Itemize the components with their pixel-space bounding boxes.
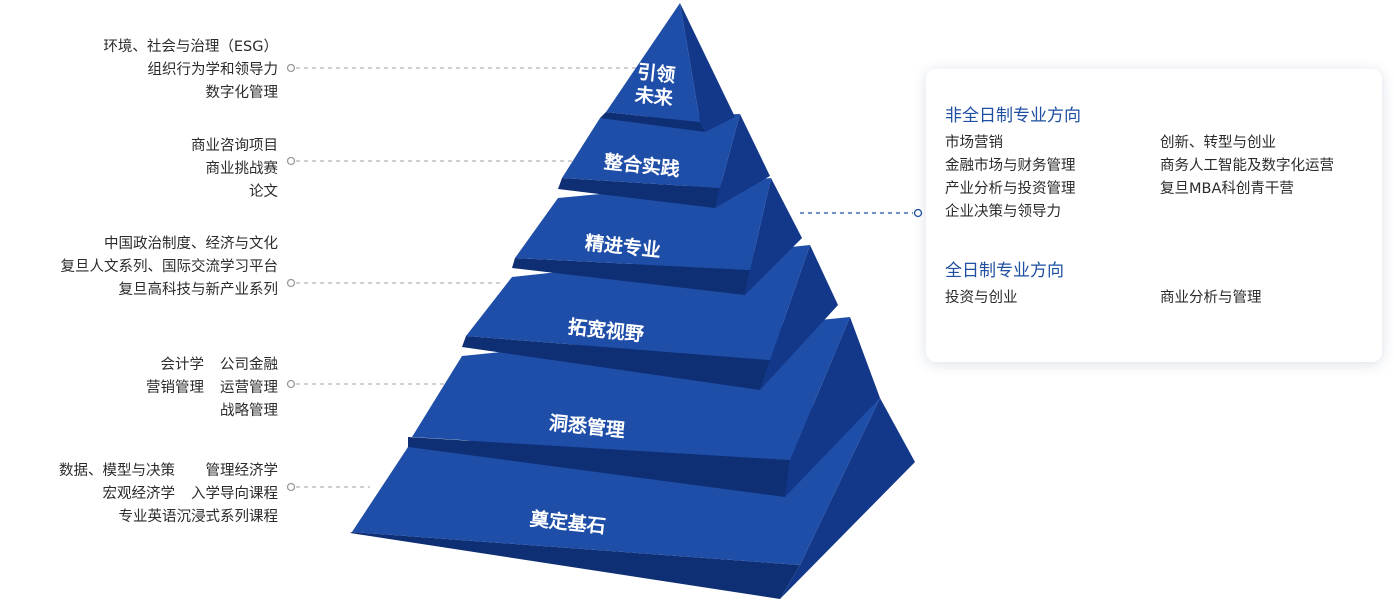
annotation-item: 组织行为学和领导力 [147, 62, 279, 78]
fulltime-list-right: 商业分析与管理 [1160, 287, 1262, 310]
annotation-item: 商业挑战赛 [205, 161, 279, 177]
connector-dot-foundation [286, 482, 296, 492]
annotation-broaden: 中国政治制度、经济与文化 复旦人文系列、国际交流学习平台 复旦高科技与新产业系列 [61, 233, 279, 302]
annotation-top: 环境、社会与治理（ESG） 组织行为学和领导力 数字化管理 [103, 36, 278, 105]
pyramid-layer-shadow [558, 178, 720, 208]
pyramid-layer-side [780, 398, 915, 599]
pyramid-layer-front [606, 3, 700, 122]
list-item: 投资与创业 [945, 290, 1018, 306]
pyramid-layer-shadow [512, 258, 750, 295]
pyramid-layer-shadow [600, 112, 705, 132]
pyramid-layers [350, 3, 915, 599]
annotation-item: 管理经济学 [205, 463, 279, 479]
pyramid-layer-side [745, 178, 802, 295]
fulltime-title: 全日制专业方向 [945, 261, 1064, 281]
annotation-item: 宏观经济学 [102, 486, 176, 502]
connector-dot-top [286, 63, 296, 73]
list-item: 创新、转型与创业 [1160, 135, 1276, 151]
layer-label-lead: 引领 未来 [633, 61, 677, 110]
list-item: 商务人工智能及数字化运营 [1160, 158, 1334, 174]
annotation-item: 数字化管理 [205, 85, 279, 101]
pyramid-layer-side [680, 3, 735, 132]
annotation-item: 环境、社会与治理（ESG） [103, 39, 278, 55]
pyramid-layer-shadow [462, 336, 770, 390]
connector-dot-broaden [286, 278, 296, 288]
list-item: 金融市场与财务管理 [945, 158, 1076, 174]
pyramid-layer-side [715, 114, 770, 208]
annotation-item: 入学导向课程 [191, 486, 278, 502]
annotation-item [146, 400, 204, 423]
annotation-item: 数据、模型与决策 [59, 463, 175, 479]
annotation-item: 会计学 [160, 357, 205, 373]
list-item: 企业决策与领导力 [945, 204, 1061, 220]
parttime-title: 非全日制专业方向 [945, 106, 1081, 126]
pyramid-layer-side [785, 317, 880, 497]
pyramid-layer-shadow [350, 532, 800, 599]
annotation-integrate: 商业咨询项目 商业挑战赛 论文 [191, 135, 278, 204]
connector-dot-card [913, 208, 923, 218]
annotation-item: 复旦人文系列、国际交流学习平台 [60, 259, 279, 275]
annotation-item: 论文 [249, 184, 278, 200]
annotation-item: 商业咨询项目 [191, 138, 278, 154]
list-item: 市场营销 [945, 135, 1003, 151]
parttime-list-left: 市场营销 金融市场与财务管理 产业分析与投资管理 企业决策与领导力 [945, 132, 1076, 224]
annotation-item: 运营管理 [220, 380, 278, 396]
pyramid-layer [558, 114, 770, 208]
pyramid-layer-side [760, 245, 838, 390]
annotation-management: 会计学 公司金融 营销管理 运营管理 战略管理 [146, 354, 278, 423]
annotation-item: 营销管理 [146, 380, 204, 396]
list-item: 商业分析与管理 [1160, 290, 1262, 306]
annotation-item: 复旦高科技与新产业系列 [118, 282, 279, 298]
connector-dot-integrate [286, 156, 296, 166]
pyramid-layer [600, 3, 735, 132]
annotation-item: 中国政治制度、经济与文化 [104, 236, 278, 252]
pyramid-layer-shadow [408, 437, 790, 497]
fulltime-list-left: 投资与创业 [945, 287, 1018, 310]
pyramid-layer-front [562, 114, 740, 188]
connector-lines [296, 67, 913, 488]
annotation-item: 战略管理 [220, 403, 278, 419]
list-item: 产业分析与投资管理 [945, 181, 1076, 197]
annotation-item: 公司金融 [220, 357, 278, 373]
specialization-card: 非全日制专业方向 市场营销 金融市场与财务管理 产业分析与投资管理 企业决策与领… [926, 69, 1382, 362]
annotation-foundation: 数据、模型与决策 管理经济学 宏观经济学 入学导向课程 专业英语沉浸式系列课程 [59, 460, 278, 529]
parttime-list-right: 创新、转型与创业 商务人工智能及数字化运营 复旦MBA科创青干营 [1160, 132, 1334, 201]
connector-dot-management [286, 379, 296, 389]
annotation-item: 专业英语沉浸式系列课程 [118, 509, 279, 525]
list-item: 复旦MBA科创青干营 [1160, 181, 1294, 197]
connector-dots [286, 63, 923, 492]
